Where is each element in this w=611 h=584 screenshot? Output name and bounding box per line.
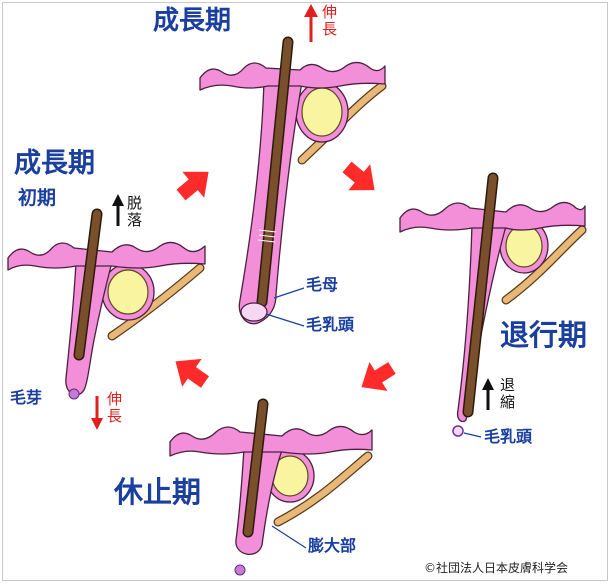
early-growth-label: 伸長 xyxy=(105,391,123,425)
anagen-title: 成長期 xyxy=(153,6,232,36)
dermal-papilla xyxy=(240,302,268,322)
hair-shaft xyxy=(464,174,497,416)
skin-surface xyxy=(7,241,206,271)
hair-matrix-pointer xyxy=(273,287,305,299)
copyright-notice: ©社団法人日本皮膚科学会 xyxy=(424,561,569,575)
hair-matrix-label: 毛母 xyxy=(306,275,339,294)
growth-arrow-up-icon xyxy=(304,4,318,17)
hair-root-stripes xyxy=(257,229,277,243)
regression-label: 退縮 xyxy=(498,377,516,411)
cycle-arrows xyxy=(175,161,396,391)
anagen-follicle xyxy=(199,4,387,327)
anagen-growth-label: 伸長 xyxy=(320,4,338,38)
catagen-title: 退行期 xyxy=(500,318,588,352)
anagen-dermal-papilla-label: 毛乳頭 xyxy=(306,315,355,334)
follicle-sheath xyxy=(65,261,113,396)
hair-germ-dot xyxy=(68,388,80,400)
early-anagen-follicle xyxy=(7,194,206,430)
shedding-label: 脱落 xyxy=(125,195,143,229)
early-anagen-title: 成長期 xyxy=(14,148,95,179)
sebaceous-gland xyxy=(301,87,343,137)
sebaceous-gland xyxy=(107,269,149,315)
cycle-arrow-early-to-anagen xyxy=(176,171,209,201)
cycle-arrow-catagen-to-telogen xyxy=(361,362,396,391)
bulge-pointer xyxy=(271,525,307,549)
arrector-muscle xyxy=(108,264,204,340)
cycle-arrow-telogen-to-early xyxy=(175,358,210,388)
cycle-arrow-anagen-to-catagen xyxy=(342,161,375,191)
catagen-dermal-papilla-label: 毛乳頭 xyxy=(484,427,533,446)
skin-surface xyxy=(169,425,373,457)
telogen-follicle xyxy=(169,398,373,576)
dermal-papilla-pointer xyxy=(463,432,482,438)
club-hair-shaft xyxy=(244,400,267,536)
dermal-papilla-dot xyxy=(452,425,464,437)
arrector-muscle xyxy=(274,452,372,526)
catagen-follicle xyxy=(399,172,587,438)
growth-arrow-down-icon xyxy=(91,418,103,430)
hair-shaft xyxy=(258,38,292,306)
sebaceous-gland xyxy=(505,224,543,268)
telogen-title: 休止期 xyxy=(114,475,202,509)
dermal-papilla-pointer xyxy=(265,313,305,327)
hair-germ-label: 毛芽 xyxy=(10,388,43,407)
skin-surface xyxy=(199,61,386,91)
old-hair-shaft xyxy=(75,210,101,359)
early-anagen-subtitle: 初期 xyxy=(18,187,57,209)
dermal-papilla-dot xyxy=(234,564,246,576)
arrector-muscle xyxy=(502,226,586,304)
bulge-label: 膨大部 xyxy=(308,536,357,555)
regression-arrow-up-icon xyxy=(482,378,494,390)
shedding-arrow-up-icon xyxy=(112,194,124,206)
